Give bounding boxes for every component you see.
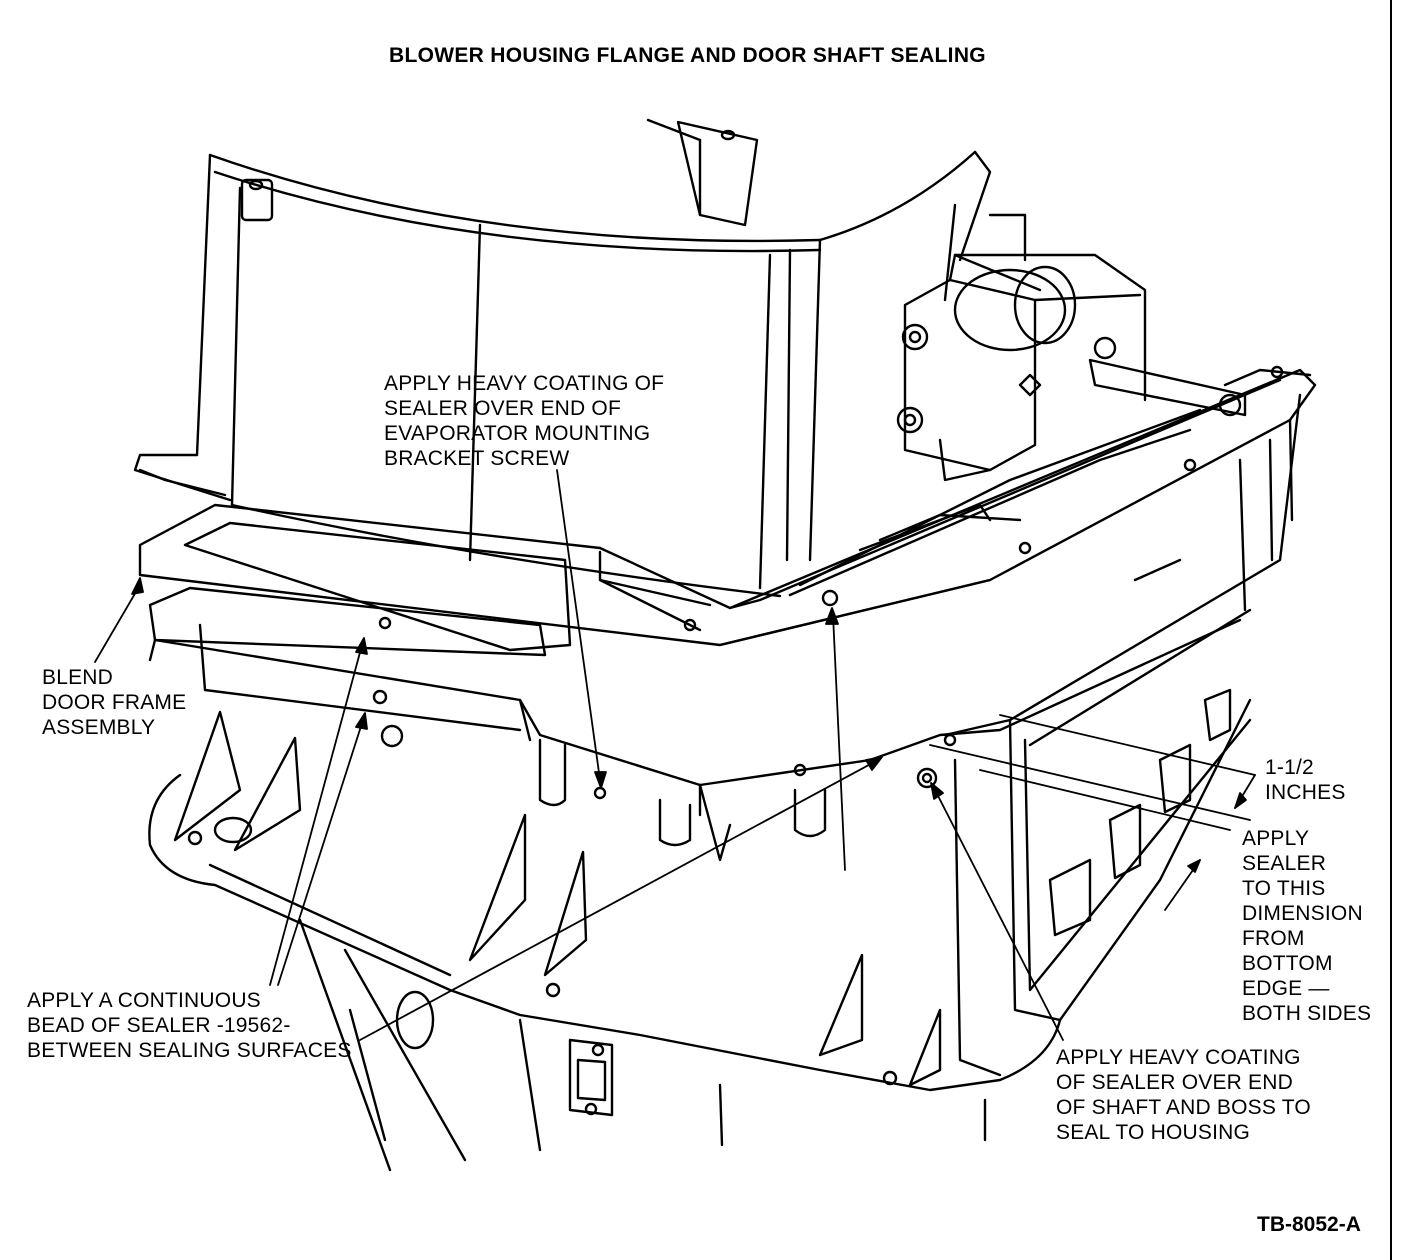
label-line: BRACKET SCREW	[384, 447, 570, 470]
arrowhead-blend	[131, 577, 144, 595]
dimension-lines	[929, 714, 1256, 911]
arrowhead-shaft	[930, 782, 944, 800]
label-line: SEALER OVER END OF	[384, 397, 621, 420]
label-shaft-boss: APPLY HEAVY COATING OF SEALER OVER END O…	[1056, 1045, 1311, 1145]
label-line: OF SHAFT AND BOSS TO	[1056, 1096, 1311, 1119]
blower-housing-shell	[133, 118, 992, 598]
label-line: APPLY A CONTINUOUS	[27, 989, 261, 1012]
support-legs	[298, 918, 987, 1172]
label-line: BETWEEN SEALING SURFACES	[27, 1039, 352, 1062]
label-line: DIMENSION	[1242, 902, 1363, 925]
label-line: BLEND	[42, 666, 114, 689]
label-line: APPLY HEAVY COATING OF	[384, 372, 665, 395]
motor-assembly	[896, 213, 1312, 482]
label-evaporator-screw: APPLY HEAVY COATING OF SEALER OVER END O…	[384, 371, 664, 471]
side-housing-panel	[916, 393, 1302, 1077]
label-line: DOOR FRAME	[42, 691, 187, 714]
lower-housing-flange	[148, 586, 1252, 1117]
arrowhead-bead-4	[825, 607, 839, 625]
label-continuous-bead: APPLY A CONTINUOUS BEAD OF SEALER -19562…	[27, 988, 352, 1063]
blend-door-frame	[138, 365, 1317, 652]
dimension-arrowhead-top	[1234, 792, 1247, 809]
diagram-title: BLOWER HOUSING FLANGE AND DOOR SHAFT SEA…	[389, 44, 986, 67]
label-line: TO THIS	[1242, 877, 1326, 900]
label-line: EDGE —	[1242, 977, 1330, 1000]
label-line: SEAL TO HOUSING	[1056, 1121, 1250, 1144]
label-line: EVAPORATOR MOUNTING	[384, 422, 651, 445]
label-line: ASSEMBLY	[42, 716, 156, 739]
label-line: 1-1/2	[1265, 756, 1314, 779]
arrowhead-bead-2	[355, 712, 368, 730]
label-line: OF SEALER OVER END	[1056, 1071, 1293, 1094]
arrowhead-evap	[594, 771, 607, 789]
label-line: SEALER	[1242, 852, 1327, 875]
label-line: BOTTOM	[1242, 952, 1333, 975]
label-line: INCHES	[1265, 781, 1346, 804]
label-line: BOTH SIDES	[1242, 1002, 1372, 1025]
figure-number: TB-8052-A	[1257, 1213, 1361, 1236]
label-blend-door-frame: BLEND DOOR FRAME ASSEMBLY	[42, 665, 186, 740]
label-line: FROM	[1242, 927, 1305, 950]
arrowhead-bead-3	[865, 756, 883, 771]
label-line: APPLY	[1242, 827, 1310, 850]
label-line: APPLY HEAVY COATING	[1056, 1046, 1301, 1069]
label-line: BEAD OF SEALER -19562-	[27, 1014, 291, 1037]
dimension-arrowhead-bottom	[1187, 859, 1201, 873]
leader-lines	[94, 469, 1064, 1041]
label-apply-dimension: APPLY SEALER TO THIS DIMENSION FROM BOTT…	[1242, 826, 1371, 1026]
label-dimension: 1-1/2 INCHES	[1265, 755, 1346, 805]
arrowhead-bead-1	[355, 637, 368, 655]
